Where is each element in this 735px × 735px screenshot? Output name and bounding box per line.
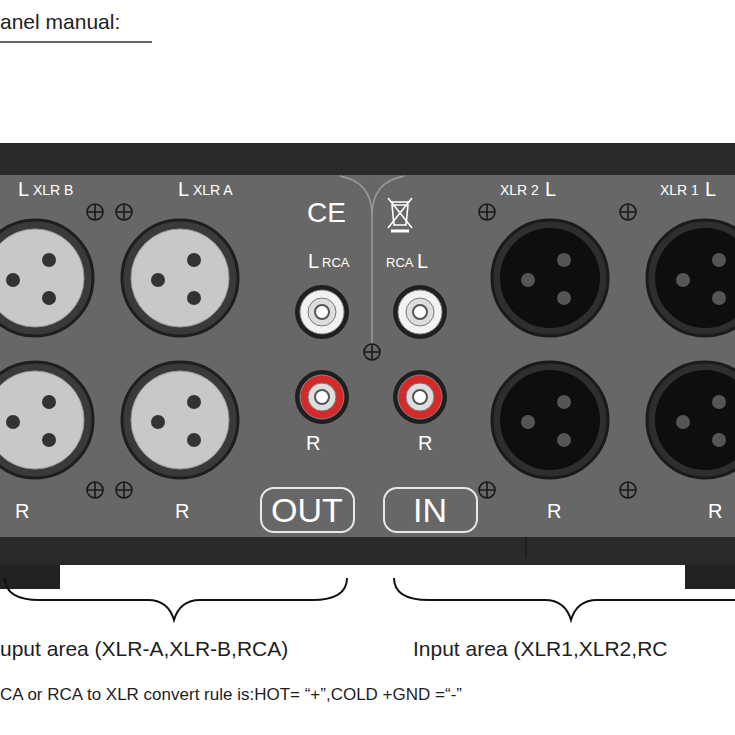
panel-label: R <box>418 432 432 454</box>
panel-label: R <box>708 500 722 522</box>
panel-face <box>0 175 735 537</box>
panel-label: L <box>308 250 319 272</box>
section-label: IN <box>413 493 447 527</box>
seam <box>526 537 527 558</box>
title-underline <box>0 41 152 43</box>
rca-jack <box>295 370 349 424</box>
screw <box>620 482 636 498</box>
xlr-female-jack <box>0 362 93 478</box>
xlr-female-jack <box>0 220 93 336</box>
title: anel manual: <box>0 10 120 33</box>
panel-label: R <box>547 500 561 522</box>
panel-label: L <box>545 178 556 200</box>
foot <box>685 565 735 589</box>
panel-label: XLR A <box>193 183 233 198</box>
screw <box>116 204 132 220</box>
brace <box>5 578 347 620</box>
panel-label: XLR B <box>33 183 73 198</box>
xlr-male-jack <box>647 220 735 336</box>
panel-label: RCA <box>386 256 413 270</box>
panel-label: RCA <box>322 256 349 270</box>
screw <box>116 482 132 498</box>
screw <box>479 482 495 498</box>
xlr-male-jack <box>492 362 608 478</box>
panel-label: L <box>18 178 29 200</box>
xlr-female-jack <box>122 362 238 478</box>
section-label: OUT <box>271 493 343 527</box>
foot <box>0 565 60 589</box>
panel-label: uput area (XLR-A,XLR-B,RCA) <box>0 637 288 660</box>
connectors <box>0 220 735 478</box>
rca-jack <box>393 370 447 424</box>
xlr-female-jack <box>122 220 238 336</box>
screw <box>479 204 495 220</box>
panel-label: R <box>15 500 29 522</box>
screw <box>620 204 636 220</box>
panel-label: L <box>705 178 716 200</box>
chassis <box>0 143 735 565</box>
panel-label: L <box>417 250 428 272</box>
panel-label: Input area (XLR1,XLR2,RC <box>413 637 667 660</box>
panel-label: CE <box>307 198 346 229</box>
rca-jack <box>295 285 349 339</box>
xlr-male-jack <box>492 220 608 336</box>
weee-symbol <box>388 198 412 231</box>
screw <box>87 482 103 498</box>
section-box: IN <box>383 487 478 533</box>
screws <box>87 204 636 498</box>
xlr-male-jack <box>647 362 735 478</box>
panel-label: R <box>175 500 189 522</box>
panel-label: CA or RCA to XLR convert rule is:HOT= “+… <box>0 686 462 705</box>
screw <box>364 344 380 360</box>
rca-jack <box>393 285 447 339</box>
brace <box>394 578 735 620</box>
panel-label: XLR 1 <box>660 183 699 198</box>
panel-label: L <box>178 178 189 200</box>
screw <box>87 204 103 220</box>
section-box: OUT <box>260 487 355 533</box>
panel-label: R <box>306 432 320 454</box>
panel-label: XLR 2 <box>500 183 539 198</box>
